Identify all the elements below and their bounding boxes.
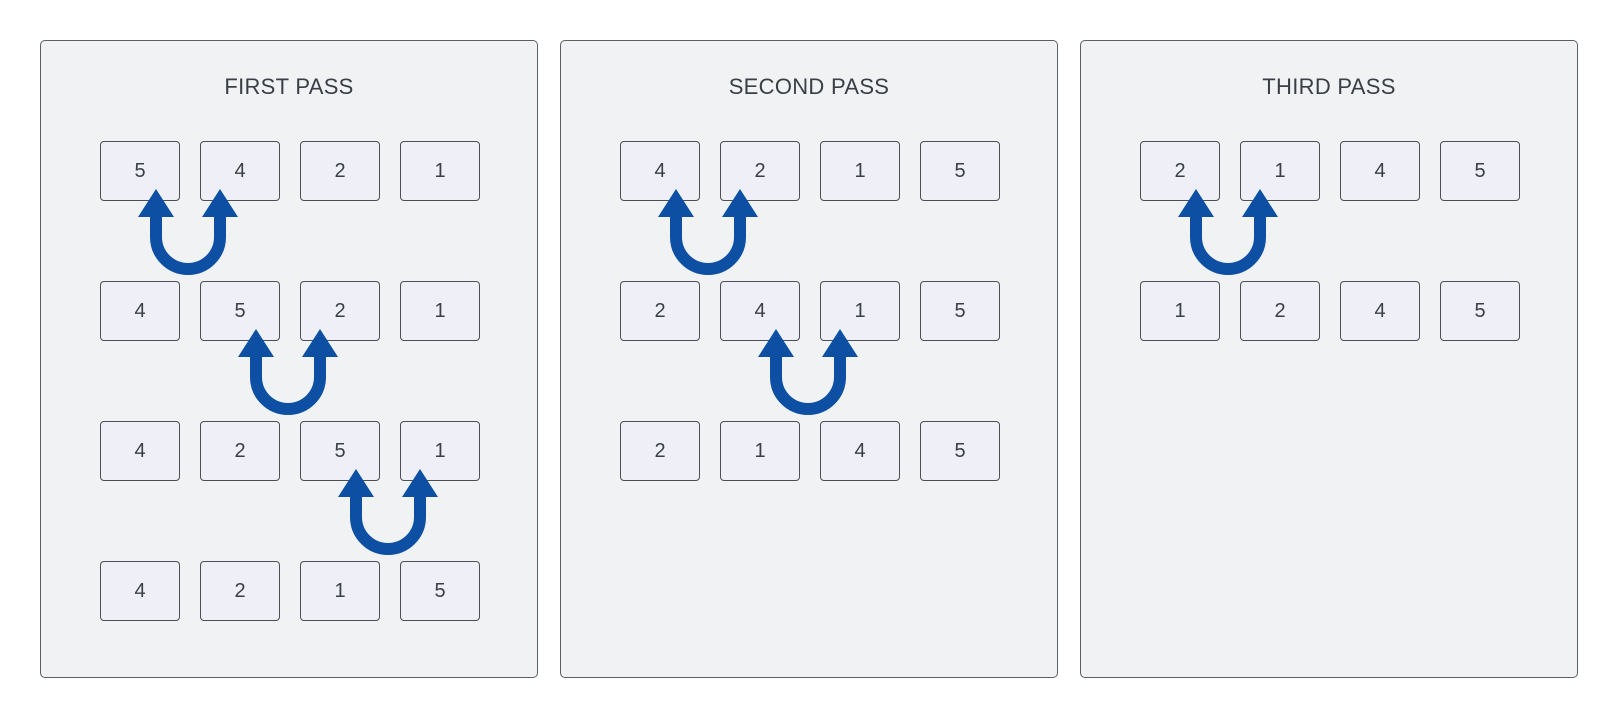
swap-arrow-body: [250, 357, 326, 415]
array-cell: 1: [400, 421, 480, 481]
array-cell: 5: [920, 421, 1000, 481]
array-cell: 1: [820, 281, 900, 341]
arrowhead-right: [822, 329, 858, 357]
arrowhead-left: [138, 189, 174, 217]
swap-arrow-icon: [1178, 189, 1278, 279]
array-cell: 2: [300, 141, 380, 201]
arrowhead-left: [758, 329, 794, 357]
swap-arrow-body: [350, 497, 426, 555]
swap-arrow-body: [1190, 217, 1266, 275]
swap-arrow-icon: [338, 469, 438, 559]
array-cell: 1: [1240, 141, 1320, 201]
array-cell: 5: [300, 421, 380, 481]
arrowhead-right: [1242, 189, 1278, 217]
array-cell: 5: [100, 141, 180, 201]
array-row: 4 2 5 1: [100, 421, 482, 481]
array-cell: 2: [620, 421, 700, 481]
array-cell: 4: [720, 281, 800, 341]
array-cell: 2: [200, 421, 280, 481]
array-cell: 4: [1340, 281, 1420, 341]
array-cell: 5: [920, 281, 1000, 341]
pass-panel-second: SECOND PASS 4 2 1 5 2 4 1 5 2 1 4 5: [560, 40, 1058, 678]
array-cell: 1: [820, 141, 900, 201]
array-cell: 4: [820, 421, 900, 481]
arrowhead-left: [238, 329, 274, 357]
array-row: 2 1 4 5: [620, 421, 1002, 481]
array-cell: 4: [620, 141, 700, 201]
array-cell: 2: [620, 281, 700, 341]
swap-arrow-icon: [758, 329, 858, 419]
swap-arrow-icon: [238, 329, 338, 419]
arrowhead-right: [202, 189, 238, 217]
array-cell: 4: [100, 421, 180, 481]
array-row: 4 2 1 5: [100, 561, 482, 621]
arrowhead-left: [1178, 189, 1214, 217]
swap-arrow-icon: [138, 189, 238, 279]
array-cell: 4: [200, 141, 280, 201]
array-cell: 1: [400, 141, 480, 201]
array-cell: 2: [1240, 281, 1320, 341]
swap-arrow-body: [770, 357, 846, 415]
array-cell: 2: [200, 561, 280, 621]
array-cell: 4: [100, 561, 180, 621]
array-cell: 1: [300, 561, 380, 621]
array-cell: 5: [1440, 281, 1520, 341]
arrowhead-left: [658, 189, 694, 217]
array-cell: 2: [1140, 141, 1220, 201]
array-cell: 5: [200, 281, 280, 341]
arrowhead-right: [722, 189, 758, 217]
panel-title: FIRST PASS: [224, 74, 354, 99]
swap-arrow-body: [150, 217, 226, 275]
array-row: 5 4 2 1: [100, 141, 482, 201]
swap-arrow-body: [670, 217, 746, 275]
arrowhead-right: [402, 469, 438, 497]
arrowhead-right: [302, 329, 338, 357]
swap-arrow-icon: [658, 189, 758, 279]
array-row: 4 2 1 5: [620, 141, 1002, 201]
array-cell: 4: [1340, 141, 1420, 201]
array-row: 4 5 2 1: [100, 281, 482, 341]
array-cell: 2: [300, 281, 380, 341]
array-row: 2 4 1 5: [620, 281, 1002, 341]
array-cell: 5: [920, 141, 1000, 201]
pass-panel-first: FIRST PASS 5 4 2 1 4 5 2 1 4 2 5 1 4 2 1…: [40, 40, 538, 678]
array-row: 2 1 4 5: [1140, 141, 1522, 201]
panel-title: SECOND PASS: [728, 74, 890, 99]
array-cell: 5: [400, 561, 480, 621]
array-cell: 2: [720, 141, 800, 201]
array-cell: 1: [720, 421, 800, 481]
array-cell: 5: [1440, 141, 1520, 201]
array-cell: 1: [1140, 281, 1220, 341]
array-row: 1 2 4 5: [1140, 281, 1522, 341]
pass-panel-third: THIRD PASS 2 1 4 5 1 2 4 5: [1080, 40, 1578, 678]
panel-title: THIRD PASS: [1262, 74, 1396, 99]
array-cell: 4: [100, 281, 180, 341]
arrowhead-left: [338, 469, 374, 497]
array-cell: 1: [400, 281, 480, 341]
